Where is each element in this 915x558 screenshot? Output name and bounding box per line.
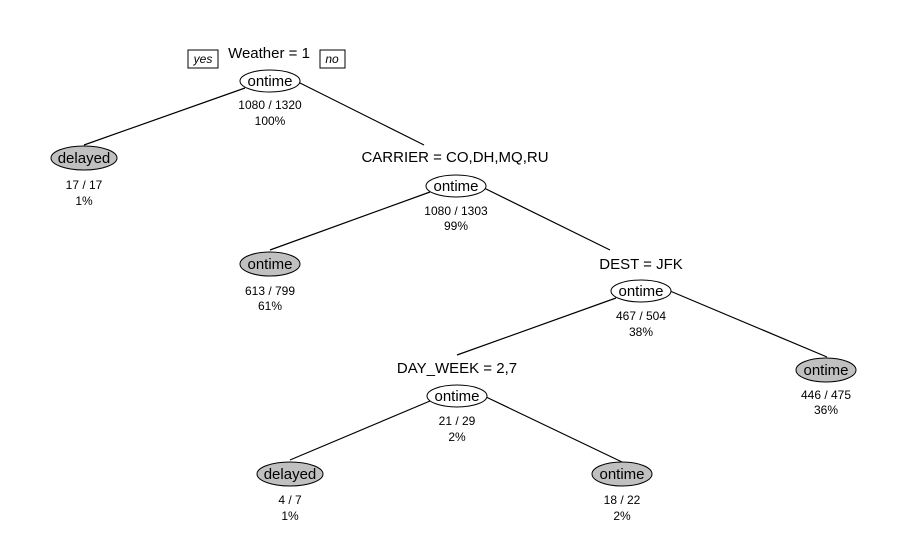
- leaf-1-shape: [50, 145, 118, 171]
- node-2-count: 1080 / 1303: [424, 204, 488, 218]
- leaf-3: ontime 446 / 475 36%: [795, 357, 857, 417]
- edge-root-leaf1: [83, 87, 246, 146]
- yes-legend: yes: [187, 49, 219, 69]
- node-3: DEST = JFK ontime 467 / 504 38%: [599, 256, 683, 339]
- node-3-shape: [610, 279, 672, 303]
- split-label-n4: DAY_WEEK = 2,7: [397, 360, 517, 377]
- edge-n4-leaf5: [483, 395, 623, 463]
- no-legend: no: [319, 49, 346, 69]
- leaf-4-pct: 1%: [281, 509, 299, 523]
- edge-n4-leaf4: [289, 400, 431, 461]
- leaf-4-class: delayed: [264, 466, 317, 483]
- split-label-n2: CARRIER = CO,DH,MQ,RU: [361, 149, 548, 166]
- edge-n2-leaf2: [269, 191, 431, 251]
- node-4-count: 21 / 29: [439, 414, 476, 428]
- leaf-2-shape: [239, 251, 301, 277]
- leaf-3-count: 446 / 475: [801, 388, 851, 402]
- leaf-2-class: ontime: [247, 256, 292, 273]
- edge-n3-n4: [456, 297, 617, 356]
- split-label-n3: DEST = JFK: [599, 256, 683, 273]
- node-4: DAY_WEEK = 2,7 ontime 21 / 29 2%: [397, 360, 517, 444]
- node-4-pct: 2%: [448, 430, 466, 444]
- leaf-2-pct: 61%: [258, 299, 282, 313]
- edge-n2-n3: [483, 187, 611, 251]
- leaf-3-class: ontime: [803, 362, 848, 379]
- node-2-shape: [425, 174, 487, 198]
- no-label: no: [325, 52, 339, 66]
- leaf-2: ontime 613 / 799 61%: [239, 251, 301, 313]
- node-3-pct: 38%: [629, 325, 653, 339]
- node-4-shape: [426, 384, 488, 408]
- edge-n3-leaf3: [669, 290, 828, 358]
- node-2: CARRIER = CO,DH,MQ,RU ontime 1080 / 1303…: [361, 149, 548, 233]
- node-root-shape: [239, 69, 301, 93]
- node-2-class: ontime: [433, 178, 478, 195]
- leaf-3-shape: [795, 357, 857, 383]
- node-root-count: 1080 / 1320: [238, 98, 302, 112]
- tree-edges: [83, 81, 828, 463]
- leaf-3-pct: 36%: [814, 403, 838, 417]
- leaf-4: delayed 4 / 7 1%: [256, 461, 324, 523]
- node-root-pct: 100%: [255, 114, 286, 128]
- leaf-2-count: 613 / 799: [245, 284, 295, 298]
- leaf-1-class: delayed: [58, 150, 111, 167]
- leaf-1-count: 17 / 17: [66, 178, 103, 192]
- leaf-5-class: ontime: [599, 466, 644, 483]
- node-4-class: ontime: [434, 388, 479, 405]
- node-3-class: ontime: [618, 283, 663, 300]
- leaf-5-pct: 2%: [613, 509, 631, 523]
- leaf-4-count: 4 / 7: [278, 493, 302, 507]
- split-label-root: Weather = 1: [228, 45, 310, 62]
- leaf-4-shape: [256, 461, 324, 487]
- node-root-class: ontime: [247, 73, 292, 90]
- node-3-count: 467 / 504: [616, 309, 666, 323]
- leaf-5-shape: [591, 461, 653, 487]
- leaf-5: ontime 18 / 22 2%: [591, 461, 653, 523]
- node-2-pct: 99%: [444, 219, 468, 233]
- leaf-1: delayed 17 / 17 1%: [50, 145, 118, 208]
- yes-label: yes: [193, 52, 213, 66]
- edge-root-n2: [297, 81, 425, 146]
- node-root: Weather = 1 ontime 1080 / 1320 100%: [228, 45, 310, 128]
- leaf-1-pct: 1%: [75, 194, 93, 208]
- leaf-5-count: 18 / 22: [604, 493, 641, 507]
